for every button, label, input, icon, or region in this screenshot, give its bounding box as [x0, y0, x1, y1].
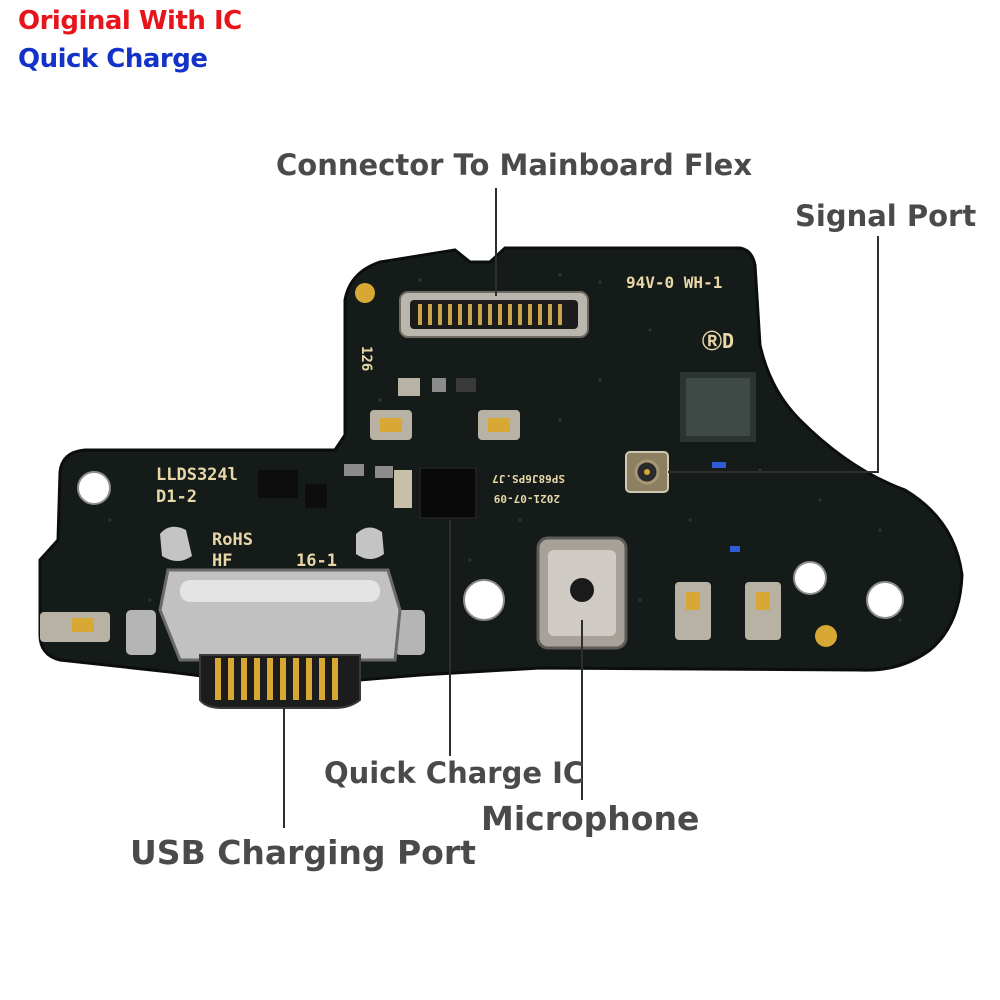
- left-spring-contact: [40, 612, 110, 642]
- callout-lines: [283, 188, 879, 828]
- quick-charge-ic-chip: [419, 467, 477, 519]
- blue-component: [730, 546, 740, 552]
- spring-contacts: [675, 582, 781, 640]
- pcb-vias: [108, 273, 902, 622]
- silk-lldx: LLDS324l: [156, 465, 238, 485]
- callout-usb-charging-port: USB Charging Port: [130, 833, 476, 872]
- silk-side-code: 126: [358, 346, 374, 371]
- gold-pad-top-left: [355, 283, 375, 303]
- silk-ul-mark: ⓇD: [702, 329, 734, 353]
- silk-hf: HF: [212, 551, 232, 571]
- line-signal: [668, 236, 879, 473]
- solder-pad: [356, 527, 384, 559]
- silk-batch: SP68J6PS.J7: [492, 472, 565, 485]
- qr-code: [680, 372, 756, 442]
- signal-port-connector: [625, 451, 669, 493]
- callout-quick-charge-ic: Quick Charge IC: [324, 756, 585, 790]
- metal-tab-right: [395, 610, 425, 655]
- usb-c-port: [158, 568, 402, 709]
- solder-pad: [160, 526, 192, 561]
- silk-rohs: RoHS: [212, 530, 253, 550]
- smd-components: [258, 378, 520, 508]
- callout-signal-port: Signal Port: [795, 199, 977, 233]
- gold-pad-right: [815, 625, 837, 647]
- silk-rating: 94V-0 WH-1: [626, 273, 722, 292]
- title-original-with-ic: Original With IC: [18, 6, 242, 36]
- microphone-component: [536, 536, 628, 650]
- title-quick-charge: Quick Charge: [18, 44, 208, 74]
- callout-connector-to-mainboard-flex: Connector To Mainboard Flex: [276, 148, 753, 182]
- mainboard-connector: [399, 291, 589, 338]
- silk-date: 2021-07-09: [494, 492, 560, 505]
- silk-d1: D1-2: [156, 487, 197, 507]
- callout-microphone: Microphone: [481, 799, 700, 838]
- metal-tab-left: [126, 610, 156, 655]
- silk-rev: 16-1: [296, 551, 337, 571]
- mounting-holes: [77, 471, 904, 621]
- blue-component: [712, 462, 726, 468]
